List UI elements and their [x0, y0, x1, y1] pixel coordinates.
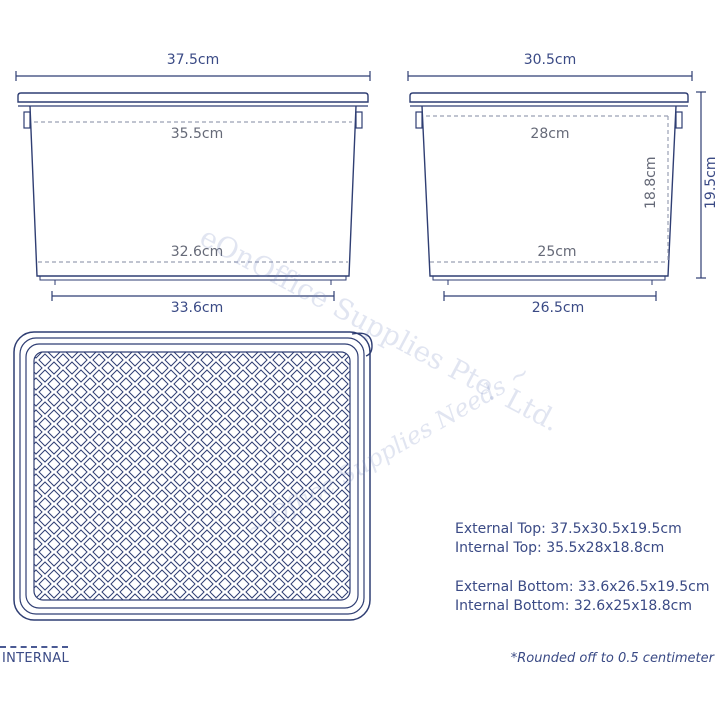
lid-outer-rim	[13, 331, 371, 621]
front-bottom-dimension-line	[51, 291, 335, 301]
spec-external-bottom: External Bottom: 33.6x26.5x19.5cm	[455, 579, 710, 595]
front-top-width-label: 37.5cm	[166, 52, 220, 68]
front-bottom-width-label: 33.6cm	[170, 300, 224, 316]
front-clip-left	[23, 111, 31, 129]
spec-internal-top: Internal Top: 35.5x28x18.8cm	[455, 540, 665, 556]
side-lid	[409, 92, 689, 103]
front-internal-bottom-label: 32.6cm	[170, 244, 224, 260]
lid-diamond-pattern	[33, 351, 351, 601]
side-internal-bottom-label: 25cm	[537, 244, 577, 260]
legend-internal-label: INTERNAL	[2, 651, 70, 666]
legend-dashed-line	[0, 646, 68, 648]
spec-internal-bottom: Internal Bottom: 32.6x25x18.8cm	[455, 598, 692, 614]
spec-external-top: External Top: 37.5x30.5x19.5cm	[455, 521, 682, 537]
side-internal-height-label: 18.8cm	[643, 156, 659, 209]
side-view-diagram	[407, 71, 706, 301]
side-bottom-dimension-line	[443, 291, 657, 301]
side-bottom-width-label: 26.5cm	[531, 300, 585, 316]
lid-tab	[351, 332, 373, 357]
side-top-dimension-line	[407, 71, 693, 81]
side-external-height-line	[696, 91, 706, 279]
side-external-height-label: 19.5cm	[703, 156, 719, 209]
rounding-note: *Rounded off to 0.5 centimeter	[510, 651, 714, 666]
side-clip-left	[415, 111, 423, 129]
side-clip-right	[675, 111, 683, 129]
dimension-specs: External Top: 37.5x30.5x19.5cm Internal …	[455, 520, 709, 616]
side-internal-top-label: 28cm	[530, 126, 570, 142]
front-lid	[17, 92, 369, 103]
top-view-diagram	[13, 331, 373, 621]
front-view-diagram	[15, 71, 371, 301]
side-top-width-label: 30.5cm	[523, 52, 577, 68]
front-top-dimension-line	[15, 71, 371, 81]
front-internal-top-label: 35.5cm	[170, 126, 224, 142]
front-clip-right	[355, 111, 363, 129]
